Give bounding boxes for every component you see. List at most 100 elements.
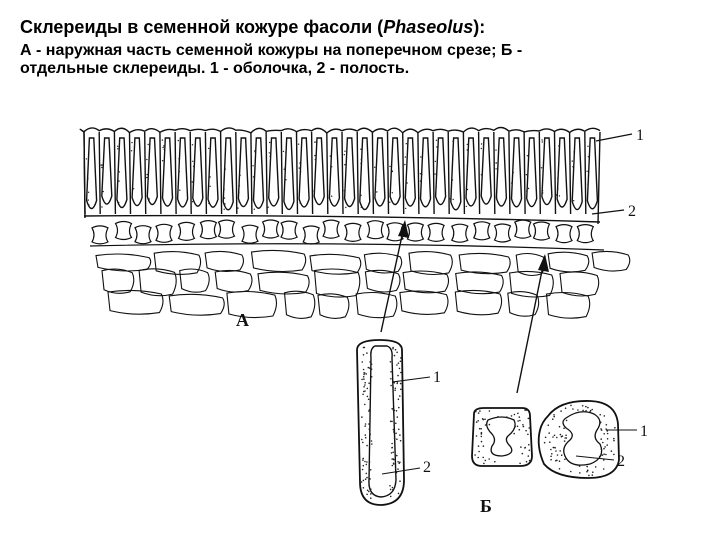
wall-stipple [606,444,608,446]
hourglass-cell [472,221,491,241]
wall-stipple [392,348,394,350]
wall-stipple [131,197,133,199]
wall-stipple [366,493,368,496]
wall-stipple [552,436,554,438]
wall-stipple [148,198,150,200]
wall-stipple [399,434,401,436]
leader-line-section-cavity [591,209,625,215]
wall-stipple [571,160,573,162]
hourglass-cell [91,225,109,245]
wall-stipple [603,447,605,450]
wall-stipple [369,493,372,495]
wall-stipple [362,457,365,460]
wall-stipple [581,405,584,407]
wall-stipple [480,440,483,443]
wall-stipple [391,447,393,449]
wall-stipple [605,428,607,430]
wall-stipple [601,454,604,456]
palisade-cell-lumen [192,137,204,207]
wall-stipple [399,345,402,348]
wall-stipple [364,390,366,392]
palisade-cell-lumen [450,137,462,211]
caption-line-2: А - наружная часть семенной кожуры на по… [20,42,523,59]
wall-stipple [452,140,454,142]
wall-stipple [478,450,480,453]
wall-stipple [269,141,271,144]
palisade-cell-wall [326,131,329,215]
wall-stipple [253,208,255,210]
wall-stipple [366,461,368,463]
wall-stipple [269,160,271,163]
wall-stipple [223,197,226,199]
wall-stipple [397,398,400,401]
wall-stipple [368,367,371,369]
wall-stipple [495,168,497,170]
wall-stipple [603,433,605,435]
wall-stipple [484,418,486,421]
wall-stipple [396,454,398,457]
wall-stipple [420,156,422,158]
palisade-cell-wall [144,131,147,215]
wall-stipple [179,189,181,191]
palisade-cell-wall [295,131,299,215]
wall-stipple [565,434,567,437]
wall-stipple [561,435,564,437]
wall-stipple [587,180,590,182]
palisade-cell-lumen [359,137,371,211]
wall-stipple [544,436,547,439]
wall-stipple [594,466,597,468]
wall-stipple [527,433,529,436]
wall-stipple [527,455,530,457]
wall-stipple [520,446,522,448]
wall-stipple [477,456,480,459]
wall-stipple [299,202,301,204]
wall-stipple [549,441,551,444]
wall-stipple [573,200,575,202]
wall-stipple [572,166,574,168]
hourglass-cell-layer [89,219,605,251]
parenchyma-cell [507,291,540,317]
wall-stipple [393,437,396,439]
wall-stipple [362,393,364,396]
wall-stipple [560,454,563,457]
wall-stipple [368,490,370,493]
leader-line-round-cavity [575,455,615,461]
wall-stipple [452,151,454,153]
wall-stipple [365,472,368,475]
wall-stipple [269,155,271,157]
wall-stipple [525,429,527,432]
wall-stipple [368,484,370,487]
wall-stipple [479,410,481,412]
wall-stipple [484,459,487,462]
wall-stipple [375,176,377,178]
wall-stipple [191,181,193,183]
palisade-cell-lumen [571,137,583,211]
wall-stipple [475,421,478,423]
wall-stipple [591,408,593,411]
wall-stipple [572,202,574,205]
palisade-cell-lumen [495,137,508,207]
parenchyma-cell [399,290,449,315]
wall-stipple [391,420,393,423]
wall-stipple [363,378,365,380]
wall-stipple [391,464,394,467]
wall-stipple [344,164,346,166]
wall-stipple [511,182,513,184]
wall-stipple [405,207,407,210]
wall-stipple [522,425,525,428]
palisade-cell-wall [553,131,557,215]
wall-stipple [254,151,256,153]
wall-stipple [586,469,589,472]
parenchyma-cell [204,250,245,273]
wall-stipple [391,407,394,410]
wall-stipple [364,478,367,481]
palisade-cell-lumen [404,137,417,207]
wall-stipple [600,429,603,431]
palisade-cell-lumen [480,137,492,205]
wall-stipple [391,192,393,194]
wall-stipple [482,445,485,447]
wall-stipple [591,474,594,476]
wall-stipple [300,171,302,173]
wall-stipple [525,174,528,176]
